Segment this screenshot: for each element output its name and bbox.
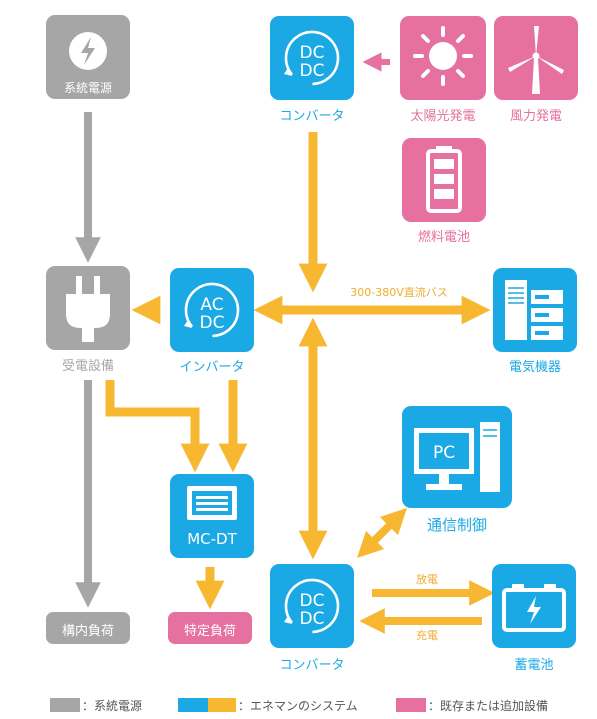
storage-battery-box	[492, 564, 576, 648]
mcdt-icon	[187, 486, 237, 520]
converter-top-box: DC DC	[270, 16, 354, 100]
electric-equipment-label: 電気機器	[508, 360, 562, 375]
wind-turbine-icon	[508, 26, 564, 94]
specific-load-box: 特定負荷	[168, 612, 252, 644]
electric-equipment-box	[493, 268, 577, 352]
inverter-line2: DC	[200, 313, 225, 333]
dc-bus-label: 300-380V直流バス	[350, 286, 448, 299]
wind-label: 風力発電	[509, 109, 563, 124]
discharge-label: 放電	[416, 573, 438, 586]
power-receiving-box	[46, 266, 130, 350]
charge-label: 充電	[416, 629, 438, 642]
legend-label-existing: ：既存または追加設備	[428, 699, 549, 713]
fuel-cell-label: 燃料電池	[417, 230, 471, 245]
wind-box	[494, 16, 578, 100]
specific-load-label: 特定負荷	[183, 624, 237, 639]
converter-bottom-line1: DC	[300, 591, 325, 611]
solar-label: 太陽光発電	[410, 109, 476, 124]
ac-dc-inverter-icon: AC DC	[184, 282, 240, 338]
battery-icon	[426, 146, 462, 213]
dc-dc-converter-icon: DC DC	[284, 30, 340, 86]
internal-load-label: 構内負荷	[61, 624, 115, 639]
converter-top-label: コンバータ	[279, 109, 345, 124]
inverter-label: インバータ	[179, 360, 245, 375]
grid-power-label: 系統電源	[63, 81, 113, 95]
pc-icon: PC	[414, 422, 500, 492]
pc-screen-text: PC	[433, 443, 455, 463]
mcdt-box: MC-DT	[170, 474, 254, 558]
lightning-icon	[69, 32, 107, 70]
server-icon	[505, 280, 563, 340]
converter-bottom-line2: DC	[300, 609, 325, 629]
inverter-box: AC DC	[170, 268, 254, 352]
pc-label: 通信制御	[426, 516, 488, 534]
fuel-cell-box	[402, 138, 486, 222]
car-battery-icon	[502, 584, 566, 632]
dc-dc-converter-icon: DC DC	[284, 578, 340, 634]
converter-bottom-box: DC DC	[270, 564, 354, 648]
grid-power-box: 系統電源	[46, 15, 130, 99]
legend-swatch-system-yellow	[208, 698, 236, 712]
pc-box: PC	[402, 406, 512, 508]
legend-swatch-system-blue	[178, 698, 208, 712]
legend-label-grid: ：系統電源	[82, 699, 143, 713]
converter-bottom-label: コンバータ	[279, 658, 345, 673]
sun-icon	[413, 26, 473, 86]
legend-label-system: ：エネマンのシステム	[238, 699, 358, 713]
converter-top-line2: DC	[300, 61, 325, 81]
arrow-receiving-to-mcdt	[105, 380, 210, 473]
mcdt-label: MC-DT	[187, 530, 237, 548]
inverter-line1: AC	[200, 295, 223, 315]
legend-swatch-grid	[50, 698, 80, 712]
converter-top-line1: DC	[300, 43, 325, 63]
legend-swatch-existing	[396, 698, 426, 712]
power-receiving-label: 受電設備	[61, 359, 115, 374]
plug-icon	[66, 276, 110, 342]
internal-load-box: 構内負荷	[46, 612, 130, 644]
solar-box	[400, 16, 486, 100]
arrow-pc-converter-link	[356, 507, 408, 559]
storage-battery-label: 蓄電池	[514, 658, 554, 673]
